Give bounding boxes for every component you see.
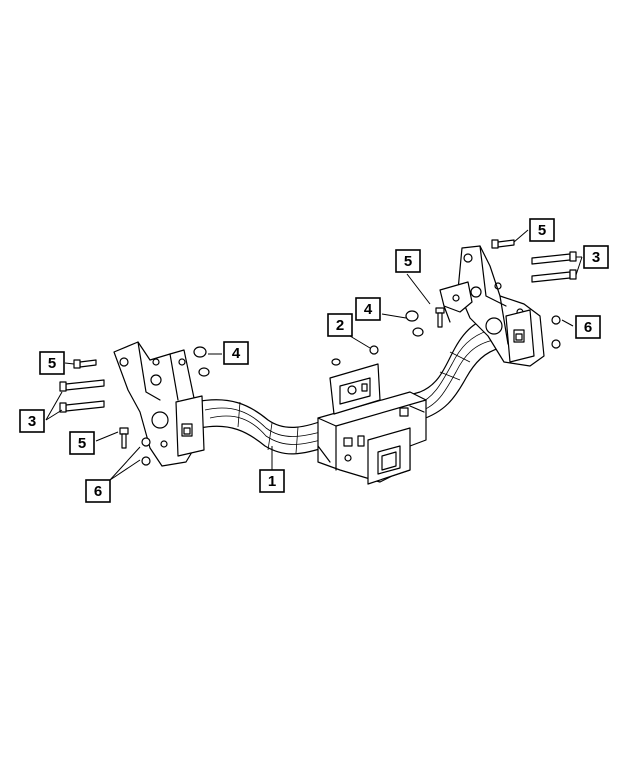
left-nuts <box>141 437 151 466</box>
right-long-bolts <box>531 251 577 283</box>
leader-lines <box>45 229 583 481</box>
right-mounting-bracket <box>457 245 545 367</box>
callout-4-left: 4 <box>223 341 249 365</box>
svg-text:5: 5 <box>404 253 412 270</box>
left-vertical-bolt <box>119 427 129 449</box>
left-short-bolt-top <box>73 359 97 369</box>
svg-text:1: 1 <box>268 473 276 490</box>
svg-text:2: 2 <box>336 317 344 334</box>
right-nuts <box>551 315 561 349</box>
left-long-bolts <box>59 379 105 413</box>
center-flange-nuts <box>405 310 424 337</box>
callout-5-center: 5 <box>395 249 421 273</box>
left-flange-nuts <box>193 346 210 377</box>
callout-5-right: 5 <box>529 218 555 242</box>
svg-text:6: 6 <box>94 483 102 500</box>
center-nut <box>331 345 379 366</box>
callout-1: 1 <box>259 469 285 493</box>
svg-text:3: 3 <box>28 413 36 430</box>
left-mounting-bracket <box>113 341 205 467</box>
svg-text:4: 4 <box>232 345 241 362</box>
callout-6-left: 6 <box>85 479 111 503</box>
svg-text:5: 5 <box>48 355 56 372</box>
svg-text:6: 6 <box>584 319 592 336</box>
svg-text:3: 3 <box>592 249 600 266</box>
right-short-bolt-top <box>491 239 515 249</box>
callout-5-left-top: 5 <box>39 351 65 375</box>
callout-2: 2 <box>327 313 353 337</box>
callout-6-right: 6 <box>575 315 601 339</box>
callout-5-left-mid: 5 <box>69 431 95 455</box>
callout-3-left: 3 <box>19 409 45 433</box>
center-vertical-bolt <box>435 307 445 328</box>
receiver-housing <box>317 363 427 485</box>
svg-text:4: 4 <box>364 301 373 318</box>
callout-4-mid: 4 <box>355 297 381 321</box>
svg-text:5: 5 <box>78 435 86 452</box>
callout-3-right: 3 <box>583 245 609 269</box>
svg-text:5: 5 <box>538 222 546 239</box>
center-top-bracket <box>439 281 473 323</box>
